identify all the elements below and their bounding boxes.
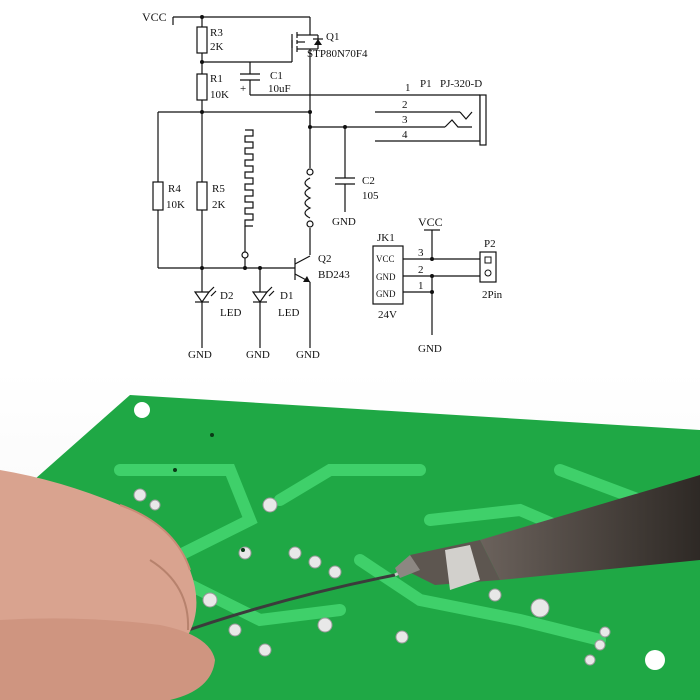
jk1-num-1: 1 (418, 280, 424, 292)
jk1-ref: JK1 (377, 232, 395, 244)
q2-ref: Q2 (318, 253, 331, 265)
jk1-pin-vcc: VCC (376, 254, 395, 264)
resistor-r5 (196, 181, 208, 211)
c1-polarity: + (240, 83, 246, 95)
hand (0, 470, 215, 700)
p2-ref: P2 (484, 238, 496, 250)
jk1-connector (372, 245, 404, 305)
p1-jack-body (479, 94, 487, 146)
led-d1 (251, 291, 269, 304)
mount-hole-right (645, 650, 665, 670)
d2-value: LED (220, 307, 241, 319)
gnd-label-d2: GND (188, 349, 212, 361)
vcc-label-top: VCC (142, 10, 167, 24)
jk1-num-3: 3 (418, 247, 424, 259)
p1-pin-1: 1 (405, 82, 411, 94)
gnd-label-d1: GND (246, 349, 270, 361)
soldering-photo (0, 370, 700, 700)
q2-value: BD243 (318, 269, 350, 281)
led-d2 (193, 291, 211, 304)
r1-ref: R1 (210, 73, 223, 85)
jk1-num-2: 2 (418, 264, 424, 276)
circuit-schematic: VCC R3 2K R1 10K C1 10uF + (142, 10, 503, 361)
c2-gnd: GND (332, 216, 356, 228)
resistor-r1 (196, 73, 208, 101)
q1-value: STP80N70F4 (307, 48, 368, 60)
c1-value: 10uF (268, 83, 291, 95)
r1-value: 10K (210, 89, 229, 101)
r5-value: 2K (212, 199, 226, 211)
gnd-label-q2: GND (296, 349, 320, 361)
jk1-pin-gnd-2: GND (376, 289, 396, 299)
coil-primary (244, 129, 254, 227)
r4-value: 10K (166, 199, 185, 211)
gnd-label-jk1: GND (418, 343, 442, 355)
jk1-value: 24V (378, 309, 397, 321)
d1-ref: D1 (280, 290, 293, 302)
c2-ref: C2 (362, 175, 375, 187)
d1-value: LED (278, 307, 299, 319)
r5-ref: R5 (212, 183, 225, 195)
d2-ref: D2 (220, 290, 233, 302)
p1-ref: P1 (420, 78, 432, 90)
c1-ref: C1 (270, 70, 283, 82)
q1-ref: Q1 (326, 31, 339, 43)
transistor-q2 (294, 255, 311, 348)
r4-ref: R4 (168, 183, 181, 195)
p1-pin-3: 3 (402, 114, 408, 126)
soldering-iron (395, 475, 700, 590)
mosfet-q1 (291, 17, 323, 128)
r3-ref: R3 (210, 27, 223, 39)
r3-value: 2K (210, 41, 224, 53)
resistor-r3 (196, 26, 208, 54)
p1-value: PJ-320-D (440, 78, 482, 90)
vcc-label-jk1: VCC (418, 215, 443, 229)
jk1-pin-gnd-1: GND (376, 272, 396, 282)
p1-pin-4: 4 (402, 129, 408, 141)
coil-secondary (304, 177, 312, 219)
mount-hole-left (134, 402, 150, 418)
p2-value: 2Pin (482, 289, 503, 301)
p1-pin-2: 2 (402, 99, 408, 111)
resistor-r4 (152, 181, 164, 211)
c2-value: 105 (362, 190, 379, 202)
p2-header (479, 251, 497, 283)
